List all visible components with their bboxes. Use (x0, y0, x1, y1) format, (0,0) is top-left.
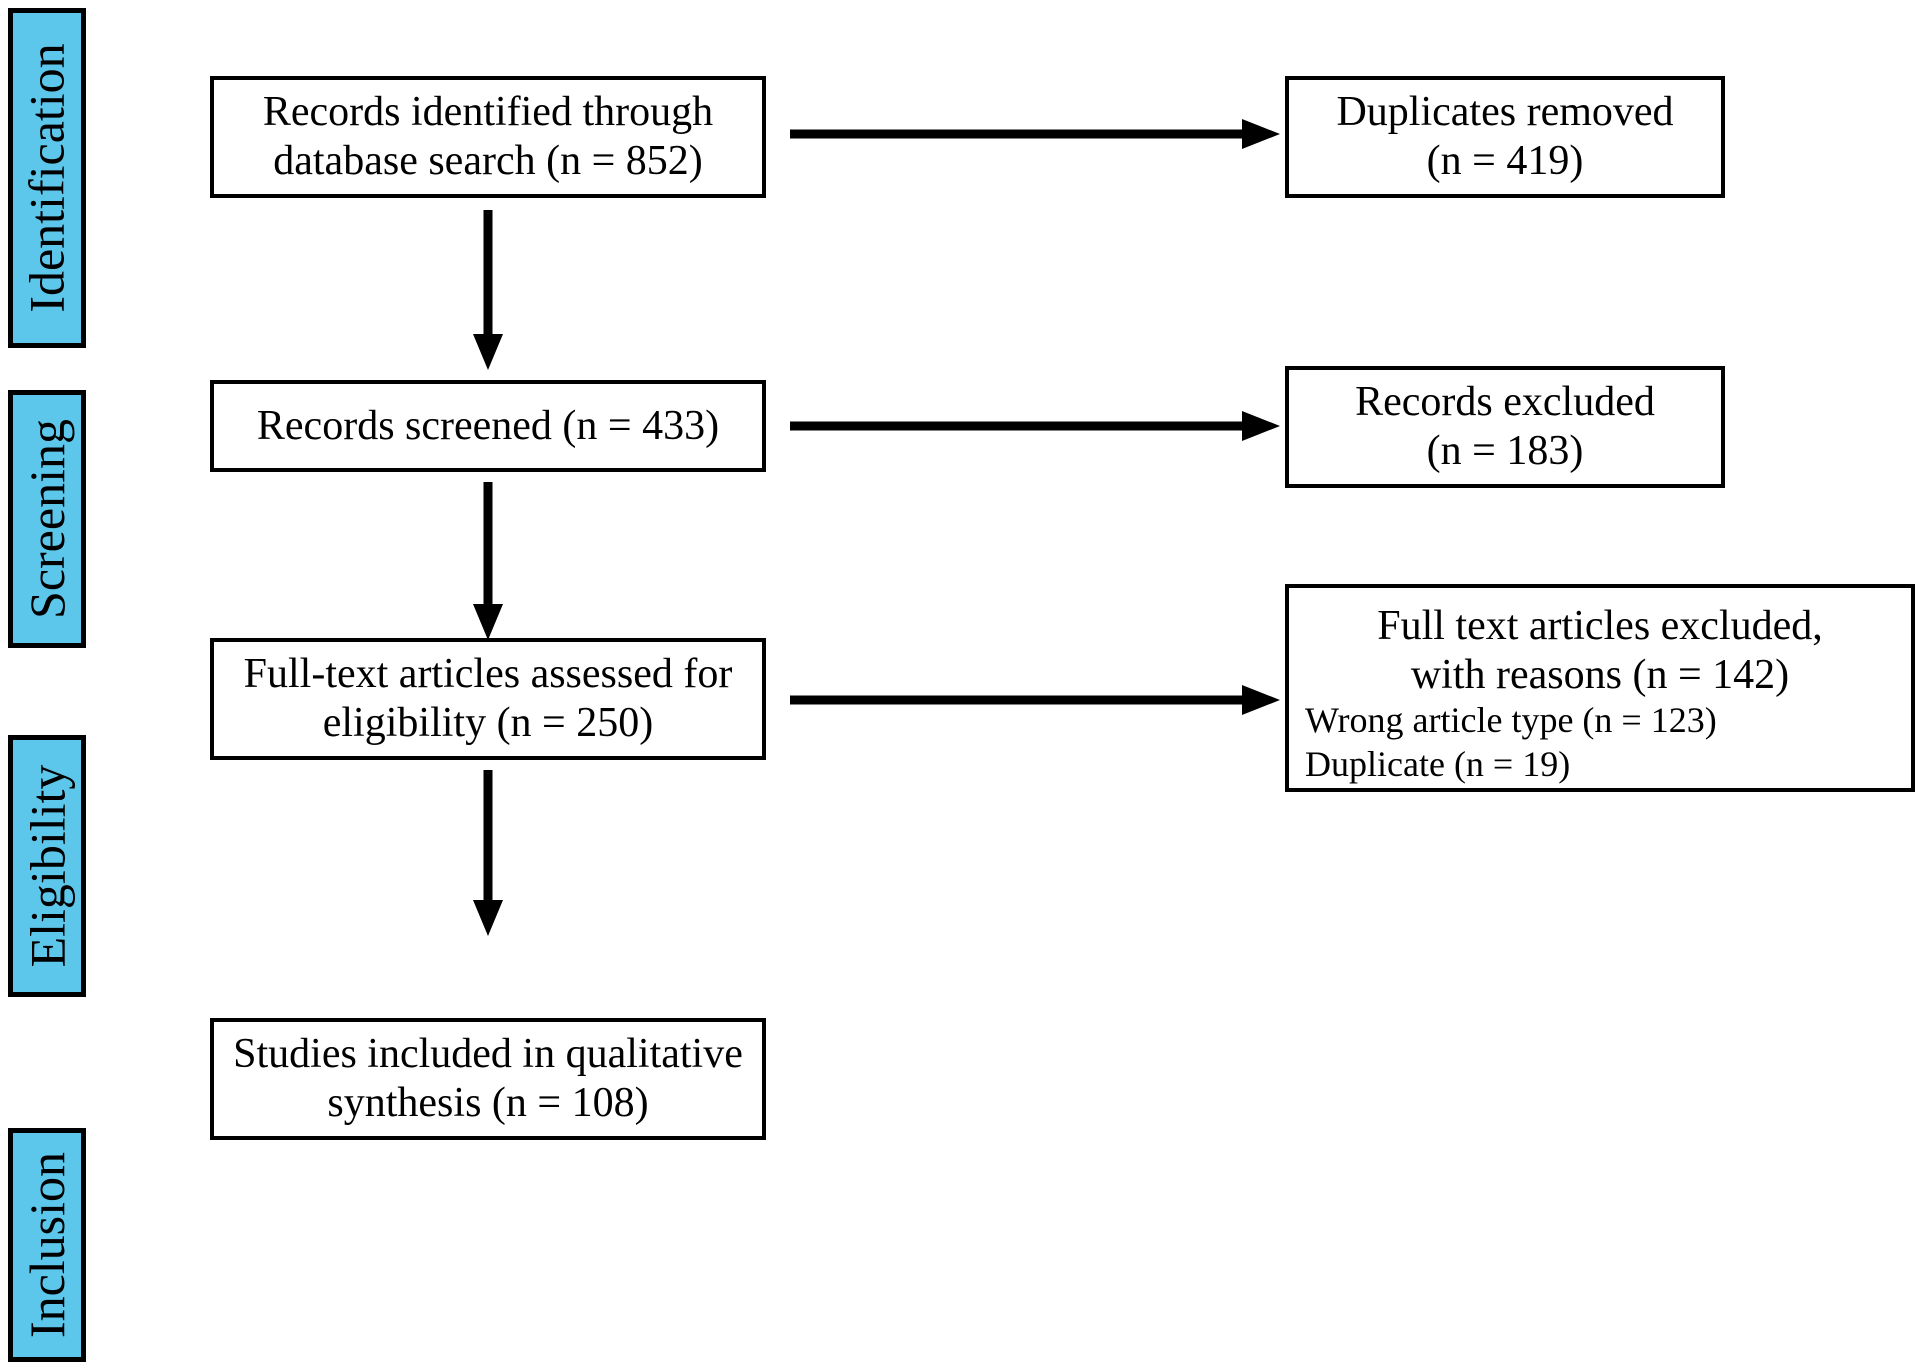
box-fulltext-excluded-reason-1: Wrong article type (n = 123) (1305, 700, 1717, 741)
box-studies-included: Studies included in qualitative synthesi… (210, 1018, 766, 1140)
box-fulltext-assessed-line2: eligibility (n = 250) (322, 700, 654, 746)
stage-label-identification-text: Identification (19, 43, 75, 313)
box-fulltext-excluded: Full text articles excluded, with reason… (1285, 584, 1915, 792)
arrow-identified-to-screened (472, 210, 504, 370)
stage-label-eligibility-text: Eligibility (19, 764, 76, 968)
arrow-screened-to-fulltext (472, 482, 504, 640)
box-fulltext-assessed-line1: Full-text articles assessed for (243, 651, 733, 698)
arrow-fulltext-to-excluded (790, 684, 1280, 716)
box-duplicates-removed: Duplicates removed (n = 419) (1285, 76, 1725, 198)
box-records-identified: Records identified through database sear… (210, 76, 766, 198)
stage-label-identification: Identification (8, 8, 86, 348)
box-studies-included-line2: synthesis (n = 108) (327, 1080, 649, 1126)
box-records-screened: Records screened (n = 433) (210, 380, 766, 472)
box-fulltext-assessed: Full-text articles assessed for eligibil… (210, 638, 766, 760)
stage-label-screening: Screening (8, 390, 86, 648)
box-fulltext-excluded-line2: with reasons (n = 142) (1410, 651, 1790, 698)
box-records-excluded-line1: Records excluded (1355, 379, 1655, 426)
arrow-identified-to-duplicates (790, 118, 1280, 150)
stage-label-inclusion: Inclusion (8, 1128, 86, 1362)
box-fulltext-excluded-reason-2: Duplicate (n = 19) (1305, 743, 1571, 784)
box-records-screened-line1: Records screened (n = 433) (256, 402, 720, 449)
box-records-identified-line1: Records identified through (262, 89, 714, 136)
box-records-excluded-line2: (n = 183) (1426, 428, 1584, 474)
box-records-identified-line2: database search (n = 852) (273, 138, 703, 184)
stage-label-screening-text: Screening (19, 419, 75, 619)
box-duplicates-removed-line2: (n = 419) (1426, 138, 1584, 184)
box-fulltext-excluded-line1: Full text articles excluded, (1377, 603, 1823, 649)
arrow-screened-to-excluded (790, 410, 1280, 442)
stage-label-inclusion-text: Inclusion (19, 1151, 75, 1339)
box-studies-included-line1: Studies included in qualitative (233, 1031, 743, 1078)
arrow-fulltext-to-included (472, 770, 504, 936)
box-duplicates-removed-line1: Duplicates removed (1336, 89, 1674, 136)
stage-label-eligibility: Eligibility (8, 735, 86, 997)
box-records-excluded: Records excluded (n = 183) (1285, 366, 1725, 488)
